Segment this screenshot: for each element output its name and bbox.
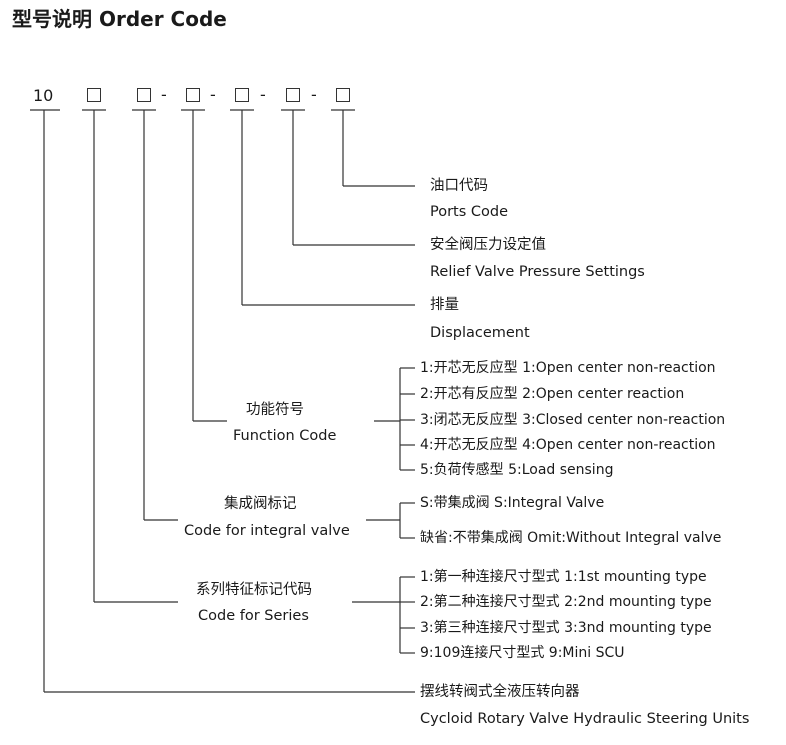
series-option: 9:109连接尺寸型式 9:Mini SCU bbox=[420, 645, 625, 661]
series-option: 3:第三种连接尺寸型式 3:3nd mounting type bbox=[420, 620, 712, 636]
code-box-displacement bbox=[235, 88, 249, 102]
displacement-label-en: Displacement bbox=[430, 325, 530, 341]
function-option: 2:开芯有反应型 2:Open center reaction bbox=[420, 386, 685, 402]
code-box-series bbox=[87, 88, 101, 102]
code-prefix: 10 bbox=[33, 86, 54, 105]
page-title: 型号说明 Order Code bbox=[12, 7, 227, 31]
integral-option: S:带集成阀 S:Integral Valve bbox=[420, 495, 605, 511]
function-label-en: Function Code bbox=[233, 428, 337, 444]
series-label-cn: 系列特征标记代码 bbox=[196, 582, 312, 598]
ports-label-cn: 油口代码 bbox=[430, 178, 488, 194]
series-option: 1:第一种连接尺寸型式 1:1st mounting type bbox=[420, 569, 707, 585]
integral-label-en: Code for integral valve bbox=[184, 523, 350, 539]
base-label-cn: 摆线转阀式全液压转向器 bbox=[420, 684, 580, 700]
series-label-en: Code for Series bbox=[198, 608, 309, 624]
integral-label-cn: 集成阀标记 bbox=[224, 496, 297, 512]
code-dash: - bbox=[260, 85, 266, 104]
code-dash: - bbox=[210, 85, 216, 104]
function-option: 1:开芯无反应型 1:Open center non-reaction bbox=[420, 360, 716, 376]
relief-label-en: Relief Valve Pressure Settings bbox=[430, 264, 645, 280]
integral-option: 缺省:不带集成阀 Omit:Without Integral valve bbox=[420, 530, 722, 546]
series-option: 2:第二种连接尺寸型式 2:2nd mounting type bbox=[420, 594, 712, 610]
code-box-function bbox=[186, 88, 200, 102]
function-option: 3:闭芯无反应型 3:Closed center non-reaction bbox=[420, 412, 726, 428]
ports-label-en: Ports Code bbox=[430, 204, 509, 220]
code-box-ports bbox=[336, 88, 350, 102]
function-option: 4:开芯无反应型 4:Open center non-reaction bbox=[420, 437, 716, 453]
function-label-cn: 功能符号 bbox=[246, 402, 304, 418]
code-box-integral bbox=[137, 88, 151, 102]
relief-label-cn: 安全阀压力设定值 bbox=[430, 237, 546, 253]
base-label-en: Cycloid Rotary Valve Hydraulic Steering … bbox=[420, 711, 750, 727]
function-option: 5:负荷传感型 5:Load sensing bbox=[420, 462, 614, 478]
code-dash: - bbox=[161, 85, 167, 104]
code-dash: - bbox=[311, 85, 317, 104]
displacement-label-cn: 排量 bbox=[430, 297, 459, 313]
code-box-relief bbox=[286, 88, 300, 102]
